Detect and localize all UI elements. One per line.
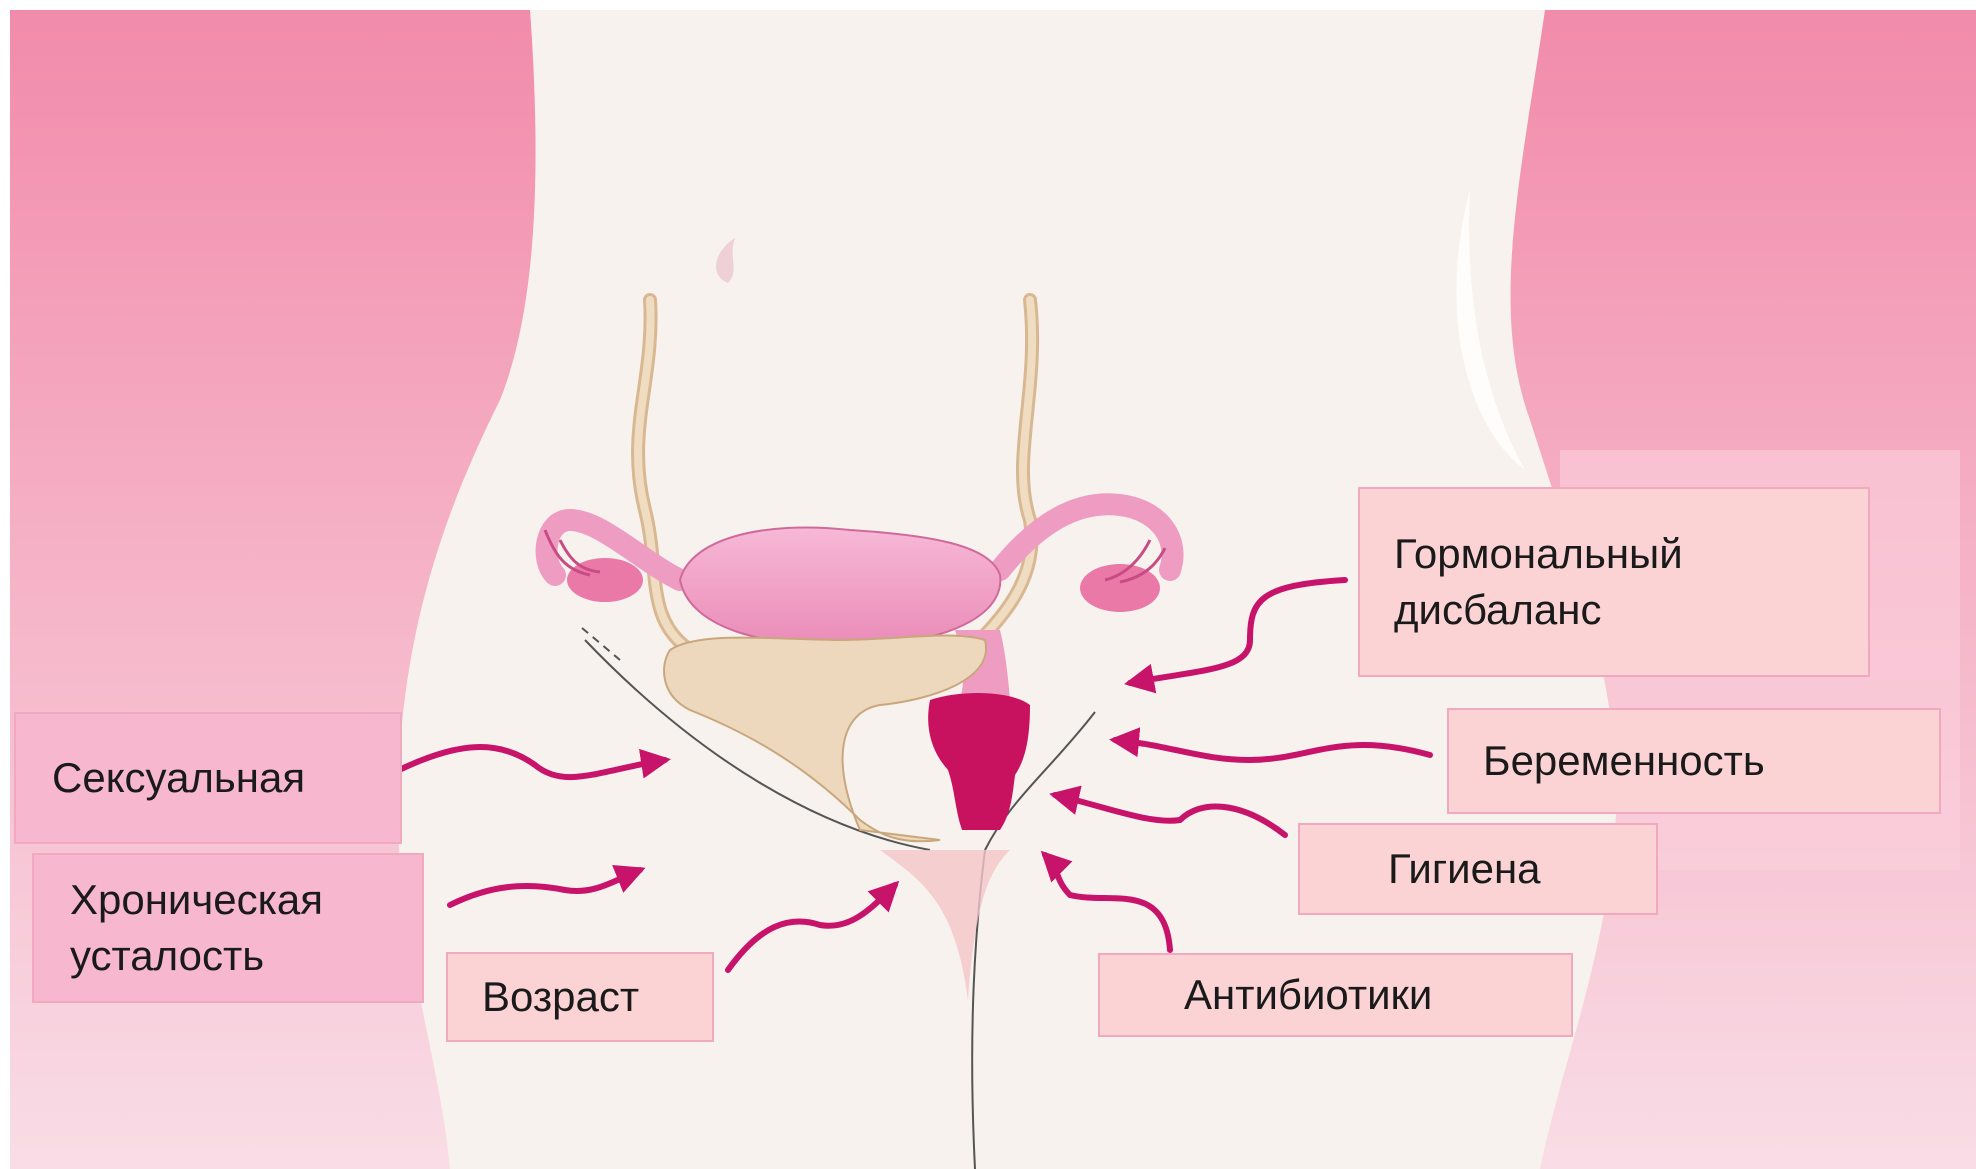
label-sexual-text: Сексуальная — [52, 750, 305, 806]
label-age-text: Возраст — [482, 969, 639, 1025]
label-pregnancy-text: Беременность — [1483, 733, 1765, 789]
label-hygiene: Гигиена — [1298, 823, 1658, 915]
label-pregnancy: Беременность — [1447, 708, 1941, 814]
label-antibiotics: Антибиотики — [1098, 953, 1573, 1037]
label-sexual: Сексуальная — [14, 712, 402, 844]
label-hormonal-imbalance: Гормональный дисбаланс — [1358, 487, 1870, 677]
uterus — [680, 527, 1000, 645]
label-hygiene-text: Гигиена — [1388, 841, 1541, 897]
label-chronic-fatigue: Хроническая усталость — [32, 853, 424, 1003]
label-antibiotics-text: Антибиотики — [1184, 967, 1432, 1023]
label-hormonal-text: Гормональный дисбаланс — [1394, 526, 1683, 638]
label-age: Возраст — [446, 952, 714, 1042]
label-fatigue-text: Хроническая усталость — [70, 872, 323, 984]
